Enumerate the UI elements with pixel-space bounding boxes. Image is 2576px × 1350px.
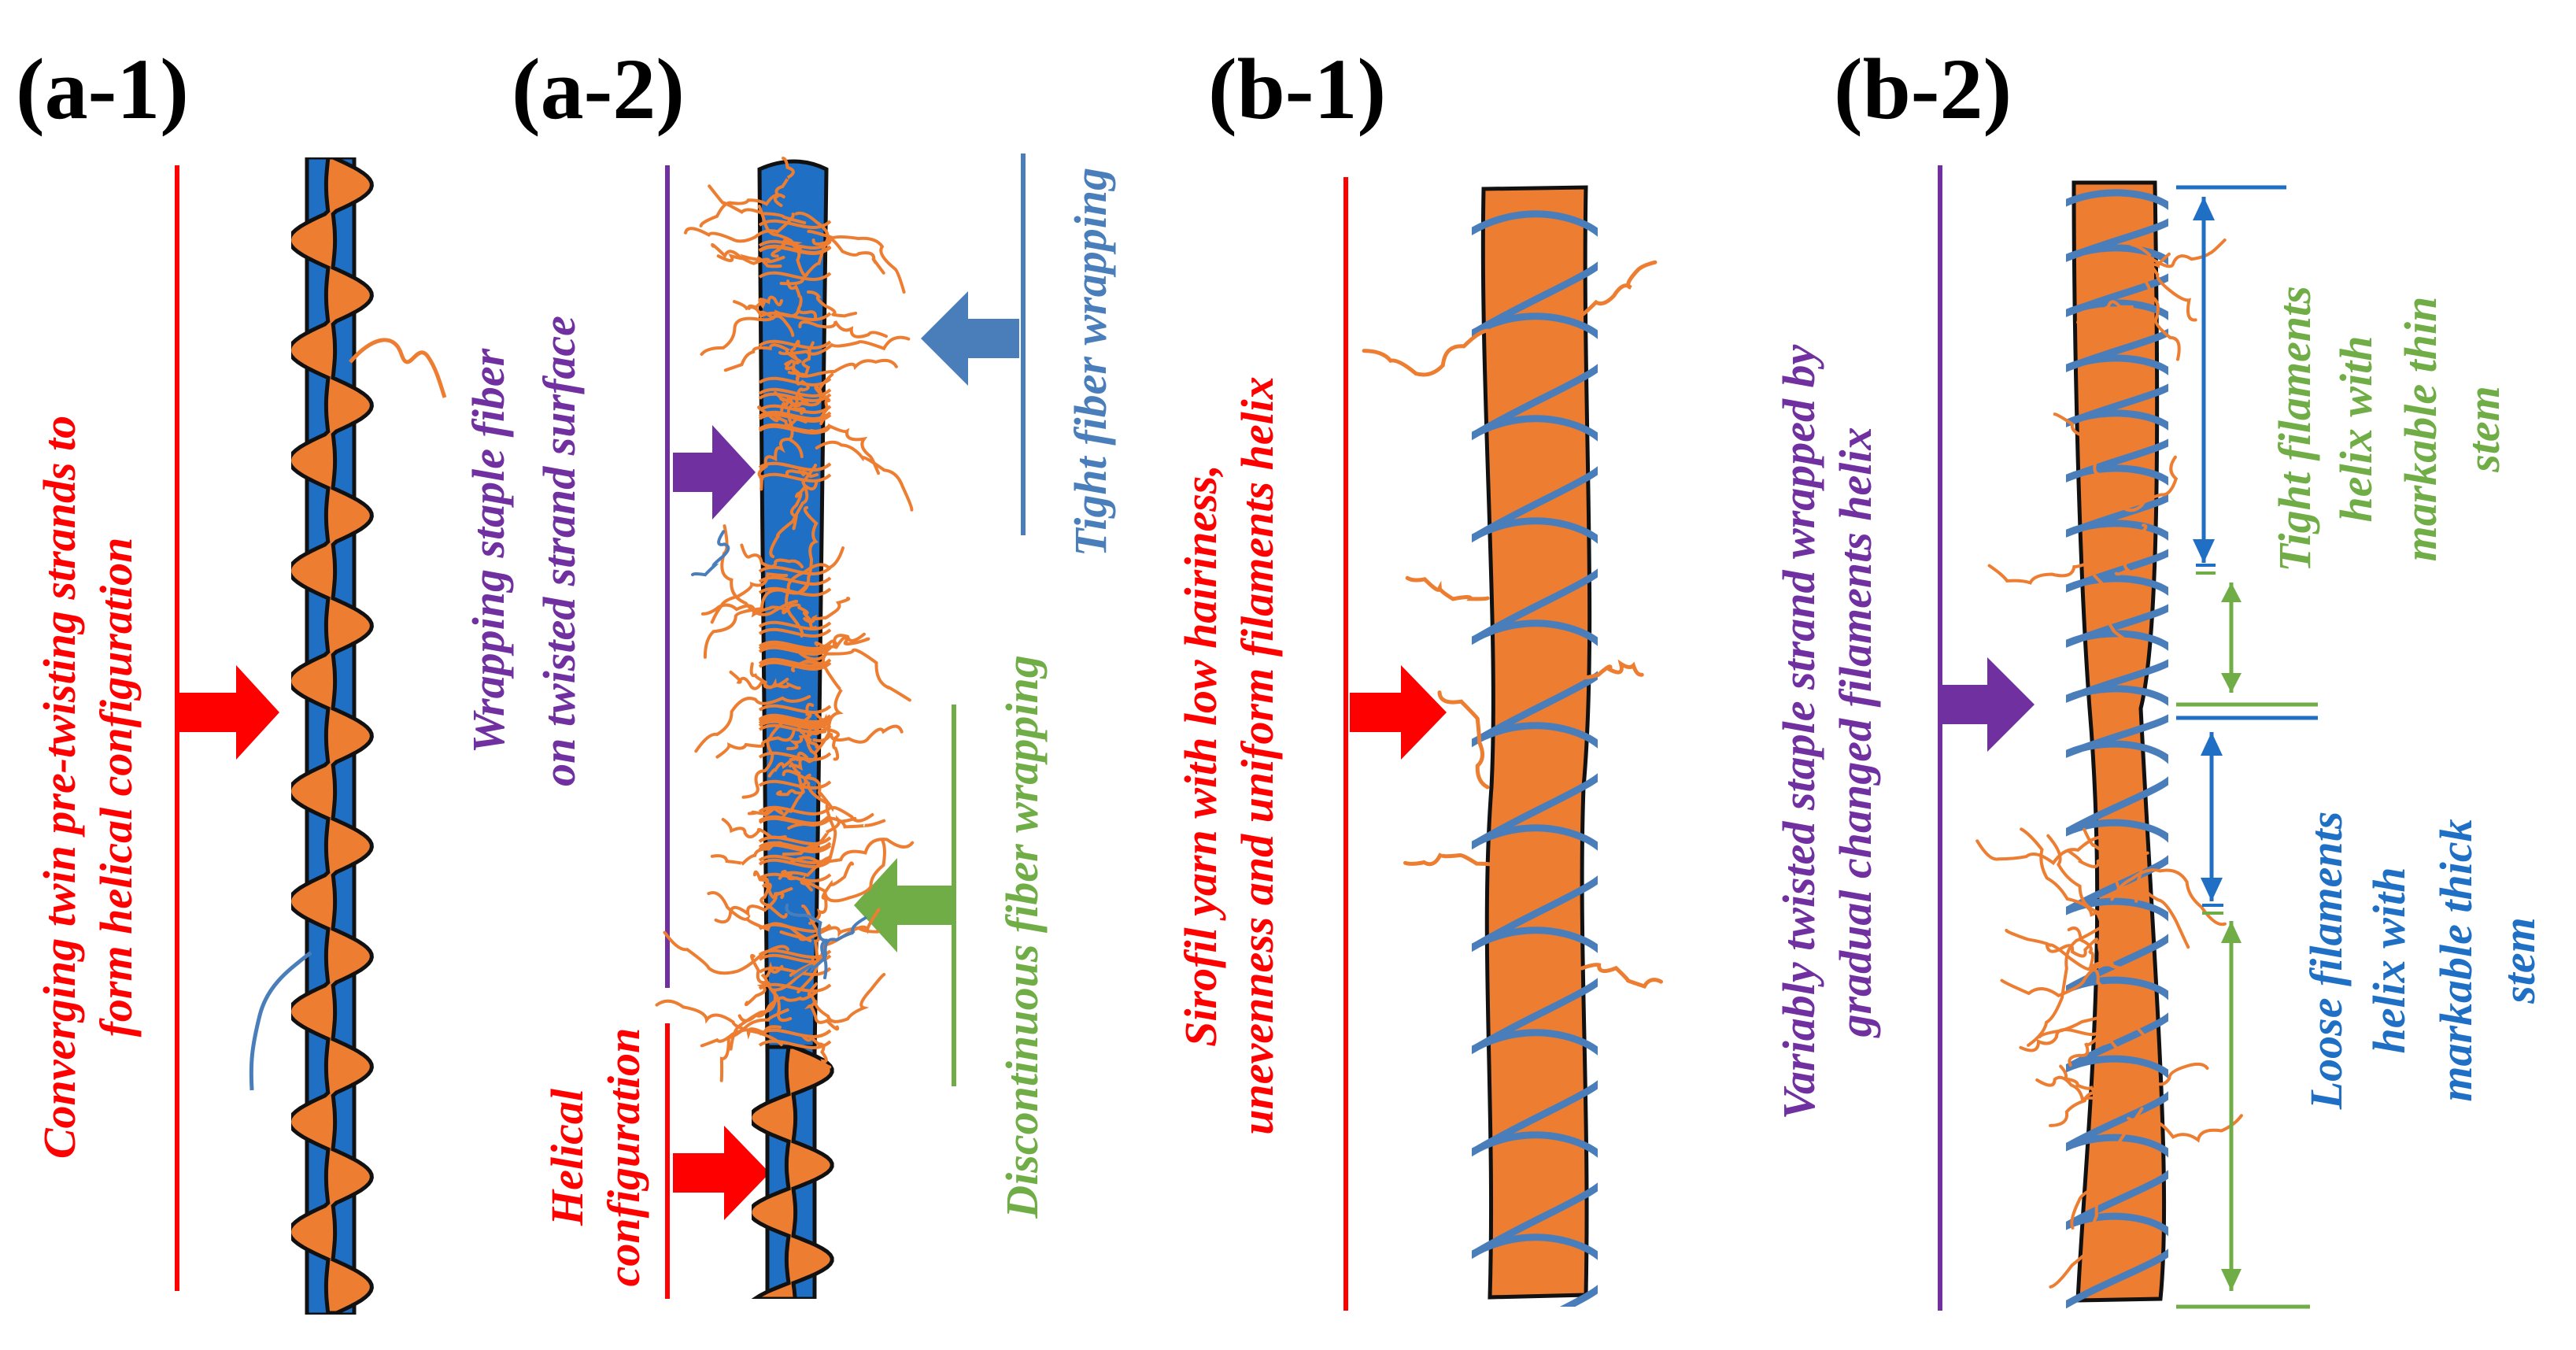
a2-blue-arrow xyxy=(921,291,1019,386)
a1-arrow xyxy=(177,665,279,760)
svg-text:stem: stem xyxy=(2493,917,2545,1004)
svg-text:Loose filaments: Loose filaments xyxy=(2301,812,2352,1111)
svg-text:Tight filaments: Tight filaments xyxy=(2269,286,2320,572)
a2-wrap-description: Wrapping staple fiber on twisted strand … xyxy=(463,316,585,786)
b2-arrow xyxy=(1940,657,2035,752)
a2-wrap-line-2: on twisted strand surface xyxy=(534,316,585,786)
a2-wrap-line-1: Wrapping staple fiber xyxy=(463,348,514,753)
a1-desc-line-1: Converging twin pre-twisting strands to xyxy=(34,416,85,1159)
a1-description: Converging twin pre-twisting strands to … xyxy=(34,416,142,1159)
b1-desc-line-1: Sirofil yarn with low hairiness, xyxy=(1175,464,1226,1047)
b2-hair-fibers xyxy=(1975,239,2243,1289)
a1-stray-fiber-blue xyxy=(249,951,312,1091)
b1-yarn-body xyxy=(1480,185,1592,1300)
a2-twisted-bottom xyxy=(752,1045,834,1299)
a1-orange-strand xyxy=(291,157,374,1315)
a2-green-arrow xyxy=(854,858,952,952)
svg-text:markable thin: markable thin xyxy=(2395,297,2446,562)
a2-staple-fibers xyxy=(655,157,915,1082)
b1-desc-line-2: unevenness and uniform filaments helix xyxy=(1232,376,1283,1135)
panel-label-b1: (b-1) xyxy=(1208,41,1386,137)
svg-text:Discontinuous fiber wrapping: Discontinuous fiber wrapping xyxy=(996,655,1048,1219)
b2-loose-label: Loose filaments helix with markable thic… xyxy=(2301,812,2545,1111)
panel-label-b2: (b-2) xyxy=(1834,41,2012,137)
a2-red-arrow xyxy=(673,1126,770,1220)
b1-arrow xyxy=(1350,665,1447,760)
b2-desc-line-1: Variably twisted staple strand wrapped b… xyxy=(1773,345,1824,1120)
a2-discontinuous-label: Discontinuous fiber wrapping xyxy=(996,655,1048,1219)
a1-stray-fiber-orange xyxy=(349,338,447,398)
panel-label-a1: (a-1) xyxy=(16,41,189,137)
b2-desc-line-2: gradual changed filaments helix xyxy=(1830,427,1881,1038)
b1-filament-helix xyxy=(1472,210,1598,1307)
svg-text:markable thick: markable thick xyxy=(2430,819,2482,1101)
a1-twisted-strands xyxy=(291,157,374,1315)
a2-helical-label: Helical configuration xyxy=(541,1028,649,1287)
svg-text:configuration: configuration xyxy=(598,1028,649,1287)
panel-a1: Converging twin pre-twisting strands to … xyxy=(34,157,447,1315)
a2-purple-arrow xyxy=(673,425,756,520)
panel-label-a2: (a-2) xyxy=(512,41,685,137)
panel-a2: Wrapping staple fiber on twisted strand … xyxy=(463,153,1116,1299)
b1-description: Sirofil yarn with low hairiness, unevenn… xyxy=(1175,376,1283,1135)
svg-text:helix with: helix with xyxy=(2363,867,2415,1054)
b2-dimension-markers xyxy=(2176,185,2318,1309)
svg-text:Helical: Helical xyxy=(541,1088,593,1226)
panel-b1: Sirofil yarn with low hairiness, unevenn… xyxy=(1175,177,1663,1311)
a2-tight-label: Tight fiber wrapping xyxy=(1065,168,1116,557)
svg-text:helix with: helix with xyxy=(2330,336,2382,523)
b2-description: Variably twisted staple strand wrapped b… xyxy=(1773,345,1881,1120)
b2-filament-helix xyxy=(2066,189,2168,1309)
a1-desc-line-2: form helical configuration xyxy=(91,538,142,1037)
panel-b2: Variably twisted staple strand wrapped b… xyxy=(1773,165,2545,1311)
b1-hair-fibers xyxy=(1362,260,1663,989)
b2-tight-label: Tight filaments helix with markable thin… xyxy=(2269,286,2509,572)
svg-text:stem: stem xyxy=(2458,386,2509,473)
svg-text:Tight fiber wrapping: Tight fiber wrapping xyxy=(1065,168,1116,557)
